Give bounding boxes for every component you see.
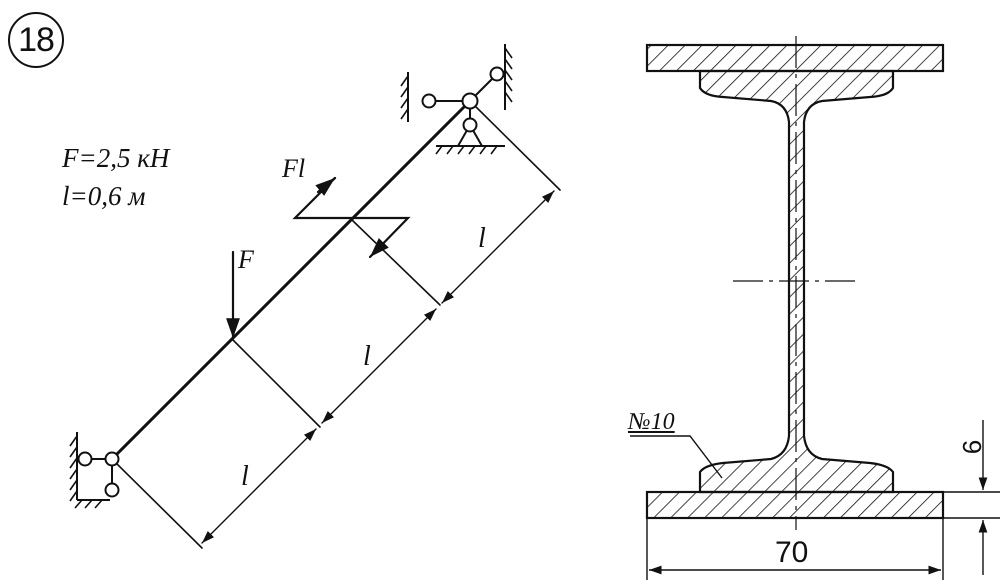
perp-base-left bbox=[111, 458, 203, 549]
center-lines bbox=[733, 36, 858, 530]
dim-thickness bbox=[943, 420, 1000, 575]
flange-width-label: 70 bbox=[775, 536, 809, 569]
moment-symbol bbox=[292, 176, 411, 259]
given-length-value: l=0,6 м bbox=[62, 181, 146, 211]
dim-span-1 bbox=[441, 190, 555, 304]
force-label: F bbox=[238, 245, 254, 274]
perp-top-right bbox=[469, 100, 561, 191]
problem-number-badge: 18 bbox=[8, 12, 64, 68]
support-left bbox=[69, 432, 120, 509]
span-label-2: l bbox=[363, 341, 371, 372]
dim-width bbox=[646, 518, 944, 580]
perp-force-point bbox=[232, 339, 321, 428]
flange-thickness-label: 6 bbox=[957, 439, 987, 455]
moment-label: Fl bbox=[282, 154, 306, 183]
span-label-1: l bbox=[478, 223, 486, 254]
perp-moment-point bbox=[351, 219, 441, 306]
support-right bbox=[400, 44, 513, 155]
dim-span-2 bbox=[321, 308, 437, 424]
given-force-value: F=2,5 кН bbox=[62, 143, 170, 173]
beam-scheme bbox=[110, 99, 561, 549]
top-plate bbox=[645, 43, 945, 73]
bottom-plate bbox=[645, 490, 945, 520]
dim-span-3 bbox=[201, 428, 317, 544]
profile-leader bbox=[630, 435, 723, 479]
profile-label: №10 bbox=[628, 409, 675, 435]
span-label-3: l bbox=[241, 461, 249, 492]
beam-axis bbox=[110, 99, 472, 461]
